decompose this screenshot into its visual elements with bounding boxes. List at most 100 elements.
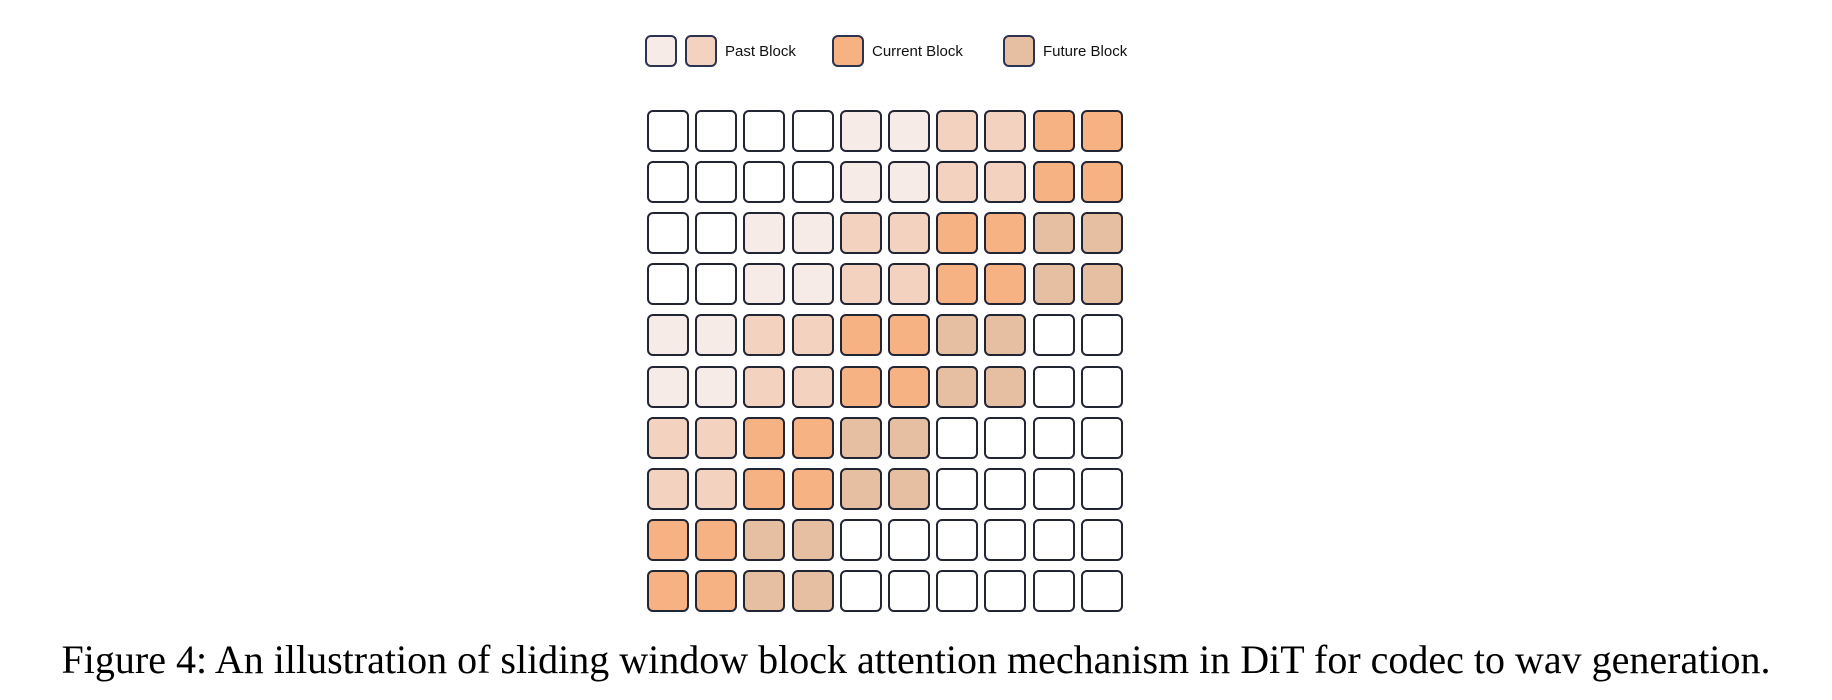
grid-cell-past (743, 314, 785, 356)
grid-cell-empty (1033, 519, 1075, 561)
grid-cell-empty (984, 468, 1026, 510)
legend-past: Past Block (645, 33, 796, 69)
grid-cell-future (840, 417, 882, 459)
legend-current: Current Block (832, 33, 963, 69)
legend-swatch-past (685, 35, 717, 67)
grid-cell-past-light (840, 110, 882, 152)
grid-cell-past (647, 417, 689, 459)
grid-cell-future (984, 366, 1026, 408)
grid-cell-past (840, 212, 882, 254)
grid-cell-current (743, 468, 785, 510)
grid-cell-empty (1081, 314, 1123, 356)
grid-cell-future (743, 570, 785, 612)
legend-swatch-past-light (645, 35, 677, 67)
legend-label-future: Future Block (1043, 42, 1128, 60)
grid-cell-future (792, 570, 834, 612)
grid-cell-future (888, 468, 930, 510)
grid-cell-past (888, 263, 930, 305)
grid-cell-current (792, 468, 834, 510)
grid-cell-current (936, 263, 978, 305)
grid-cell-empty (1081, 519, 1123, 561)
grid-cell-future (1033, 212, 1075, 254)
grid-cell-past (888, 212, 930, 254)
grid-cell-past-light (792, 263, 834, 305)
grid-cell-current (840, 314, 882, 356)
grid-cell-future (888, 417, 930, 459)
grid-cell-current (1081, 110, 1123, 152)
grid-cell-future (743, 519, 785, 561)
grid-cell-empty (888, 519, 930, 561)
grid-cell-empty (936, 468, 978, 510)
grid-cell-past (984, 110, 1026, 152)
grid-cell-empty (1081, 570, 1123, 612)
grid-cell-future (936, 314, 978, 356)
grid-cell-empty (936, 570, 978, 612)
grid-cell-current (647, 519, 689, 561)
grid-cell-empty (647, 161, 689, 203)
grid-cell-empty (695, 263, 737, 305)
grid-cell-empty (647, 263, 689, 305)
legend: Past Block Current Block Future Block (0, 0, 1832, 100)
grid-cell-current (888, 314, 930, 356)
grid-cell-past-light (840, 161, 882, 203)
grid-cell-current (936, 212, 978, 254)
grid-cell-past (984, 161, 1026, 203)
grid-cell-future (984, 314, 1026, 356)
grid-cell-empty (1081, 366, 1123, 408)
grid-cell-empty (1033, 366, 1075, 408)
grid-cell-future (1081, 212, 1123, 254)
grid-cell-past-light (647, 366, 689, 408)
grid-cell-past (695, 468, 737, 510)
grid-cell-empty (1033, 417, 1075, 459)
grid-cell-future (840, 468, 882, 510)
grid-cell-empty (1081, 468, 1123, 510)
grid-cell-empty (936, 417, 978, 459)
grid-cell-empty (840, 519, 882, 561)
grid-cell-future (1033, 263, 1075, 305)
grid-cell-empty (840, 570, 882, 612)
grid-cell-empty (647, 110, 689, 152)
grid-cell-empty (1033, 468, 1075, 510)
grid-cell-current (647, 570, 689, 612)
grid-cell-past (936, 161, 978, 203)
grid-cell-current (840, 366, 882, 408)
grid-cell-empty (1081, 417, 1123, 459)
grid-cell-past (743, 366, 785, 408)
grid-cell-empty (743, 161, 785, 203)
grid-cell-empty (695, 212, 737, 254)
grid-cell-past-light (695, 314, 737, 356)
grid-cell-past (936, 110, 978, 152)
grid-cell-past (695, 417, 737, 459)
legend-swatch-current (832, 35, 864, 67)
grid-cell-past (792, 366, 834, 408)
figure-caption: Figure 4: An illustration of sliding win… (61, 637, 1771, 682)
grid-cell-empty (695, 110, 737, 152)
grid-cell-empty (984, 519, 1026, 561)
grid-cell-past (647, 468, 689, 510)
grid-cell-current (743, 417, 785, 459)
attention-grid (647, 110, 1129, 612)
grid-cell-current (1033, 110, 1075, 152)
grid-cell-past-light (888, 110, 930, 152)
grid-cell-empty (984, 417, 1026, 459)
grid-cell-empty (1033, 314, 1075, 356)
legend-label-current: Current Block (872, 42, 963, 60)
grid-cell-current (1081, 161, 1123, 203)
grid-cell-past (792, 314, 834, 356)
grid-cell-empty (743, 110, 785, 152)
grid-cell-current (984, 212, 1026, 254)
grid-cell-current (792, 417, 834, 459)
grid-cell-current (1033, 161, 1075, 203)
grid-cell-empty (792, 110, 834, 152)
grid-cell-past-light (792, 212, 834, 254)
grid-cell-current (888, 366, 930, 408)
legend-future: Future Block (1003, 33, 1127, 69)
grid-cell-past-light (888, 161, 930, 203)
grid-cell-empty (1033, 570, 1075, 612)
grid-cell-future (936, 366, 978, 408)
grid-cell-empty (936, 519, 978, 561)
grid-cell-empty (984, 570, 1026, 612)
grid-cell-past-light (647, 314, 689, 356)
grid-cell-empty (647, 212, 689, 254)
grid-cell-past-light (743, 263, 785, 305)
